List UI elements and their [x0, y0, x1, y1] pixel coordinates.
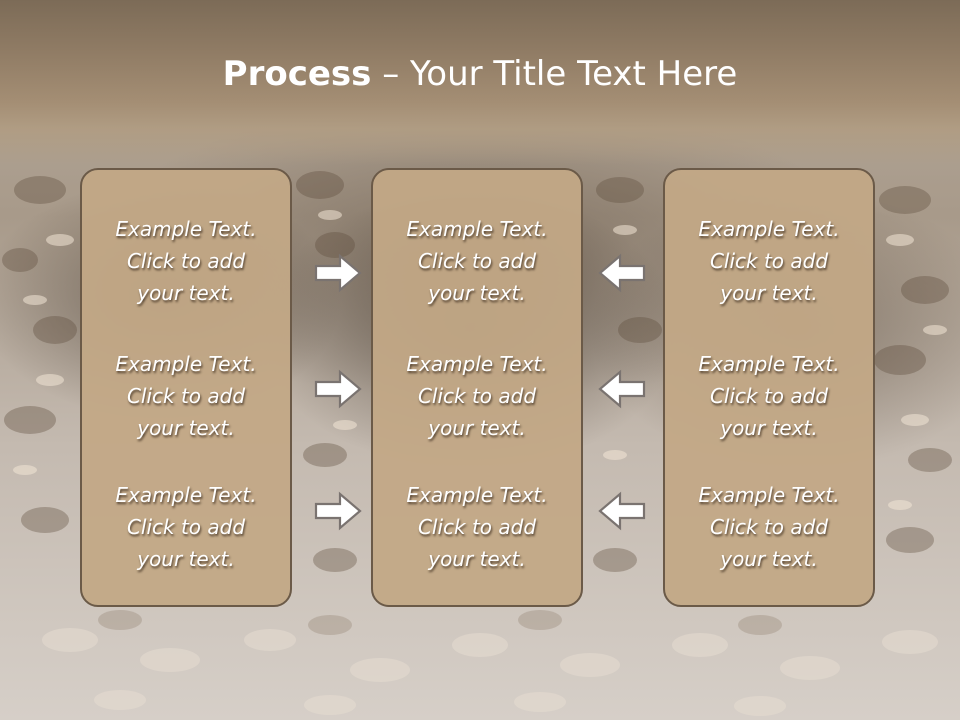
center-text-item-3[interactable]: Example Text. Click to add your text.: [373, 479, 581, 575]
text-line: Example Text.: [406, 352, 548, 376]
text-line: Click to add: [709, 384, 829, 408]
center-text-item-2[interactable]: Example Text. Click to add your text.: [373, 348, 581, 444]
left-process-box[interactable]: Example Text. Click to add your text. Ex…: [80, 168, 292, 607]
title-text: Your Title Text Here: [410, 54, 738, 94]
arrow-right-icon: [314, 253, 362, 293]
text-line: your text.: [720, 416, 818, 440]
text-line: Click to add: [417, 249, 537, 273]
text-line: your text.: [428, 281, 526, 305]
arrow-left-icon: [598, 491, 646, 531]
left-text-item-2[interactable]: Example Text. Click to add your text.: [82, 348, 290, 444]
title-bold: Process: [222, 54, 372, 94]
text-line: your text.: [428, 547, 526, 571]
right-text-item-2[interactable]: Example Text. Click to add your text.: [665, 348, 873, 444]
text-line: Example Text.: [698, 352, 840, 376]
text-line: your text.: [137, 281, 235, 305]
text-line: Click to add: [417, 384, 537, 408]
arrow-left-icon: [598, 369, 646, 409]
header-band: [0, 0, 960, 165]
text-line: your text.: [720, 547, 818, 571]
text-line: Example Text.: [698, 217, 840, 241]
text-line: Click to add: [417, 515, 537, 539]
title-separator: –: [371, 54, 411, 94]
text-line: Example Text.: [115, 217, 257, 241]
text-line: your text.: [137, 416, 235, 440]
center-process-box[interactable]: Example Text. Click to add your text. Ex…: [371, 168, 583, 607]
text-line: your text.: [428, 416, 526, 440]
right-process-box[interactable]: Example Text. Click to add your text. Ex…: [663, 168, 875, 607]
text-line: Example Text.: [115, 483, 257, 507]
slide-title[interactable]: Process – Your Title Text Here: [0, 52, 960, 96]
text-line: Click to add: [709, 515, 829, 539]
text-line: Click to add: [709, 249, 829, 273]
text-line: Click to add: [126, 249, 246, 273]
center-text-item-1[interactable]: Example Text. Click to add your text.: [373, 213, 581, 309]
right-text-item-3[interactable]: Example Text. Click to add your text.: [665, 479, 873, 575]
left-text-item-1[interactable]: Example Text. Click to add your text.: [82, 213, 290, 309]
arrow-right-icon: [314, 491, 362, 531]
text-line: Example Text.: [406, 483, 548, 507]
text-line: Example Text.: [406, 217, 548, 241]
text-line: Example Text.: [698, 483, 840, 507]
text-line: Click to add: [126, 384, 246, 408]
arrow-left-icon: [598, 253, 646, 293]
right-text-item-1[interactable]: Example Text. Click to add your text.: [665, 213, 873, 309]
left-text-item-3[interactable]: Example Text. Click to add your text.: [82, 479, 290, 575]
arrow-right-icon: [314, 369, 362, 409]
text-line: your text.: [137, 547, 235, 571]
text-line: Click to add: [126, 515, 246, 539]
text-line: your text.: [720, 281, 818, 305]
text-line: Example Text.: [115, 352, 257, 376]
